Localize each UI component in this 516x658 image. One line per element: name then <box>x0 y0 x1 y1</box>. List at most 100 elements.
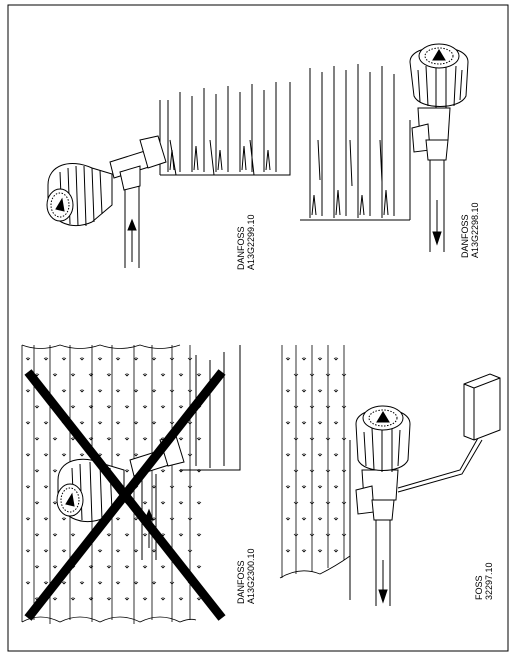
curtain-tick <box>178 597 184 601</box>
curtain-tick <box>196 373 202 377</box>
curtain-tick <box>333 453 339 457</box>
curtain-tick <box>293 373 299 377</box>
curtain-tick <box>124 437 130 441</box>
curtain-tick <box>325 533 331 537</box>
curtain-tick <box>115 453 121 457</box>
curtain-tick <box>301 517 307 521</box>
curtain-tick <box>341 533 347 537</box>
curtain-tick <box>341 373 347 377</box>
curtain-tick <box>178 405 184 409</box>
curtain-tick <box>97 581 103 585</box>
curtain-tick <box>25 357 31 361</box>
caption-line: A13G2299.10 <box>246 214 256 270</box>
curtain-tick <box>124 373 130 377</box>
curtain-tick <box>309 533 315 537</box>
curtain-tick <box>52 533 58 537</box>
curtain-tick <box>79 453 85 457</box>
curtain-tick <box>325 437 331 441</box>
radiator <box>159 82 291 176</box>
curtain-tick <box>333 549 339 553</box>
caption-line: DANFOSS <box>460 214 470 258</box>
curtain-tick <box>61 389 67 393</box>
curtain-tick <box>196 533 202 537</box>
curtain-tick <box>317 421 323 425</box>
curtain-tick <box>169 517 175 521</box>
curtain-tick <box>142 565 148 569</box>
curtain-tick <box>341 437 347 441</box>
curtain-tick <box>52 469 58 473</box>
curtain-tick <box>187 421 193 425</box>
prohibited-cross-icon <box>24 369 226 621</box>
curtain-tick <box>178 501 184 505</box>
curtain-tick <box>160 469 166 473</box>
curtain-tick <box>79 357 85 361</box>
panel-top-right <box>300 43 469 252</box>
curtain-tick <box>285 421 291 425</box>
curtain-tick <box>178 373 184 377</box>
curtain-tick <box>142 533 148 537</box>
curtain-tick <box>178 533 184 537</box>
curtain-tick <box>88 597 94 601</box>
return-pipe <box>429 160 445 252</box>
curtain-tick <box>285 549 291 553</box>
curtain-tick <box>325 405 331 409</box>
curtain-tick <box>97 357 103 361</box>
curtain-tick <box>196 565 202 569</box>
curtain-tick <box>70 597 76 601</box>
capillary-tube <box>397 437 483 493</box>
curtain-tick <box>97 389 103 393</box>
curtain-tick <box>43 485 49 489</box>
curtain-tick <box>133 549 139 553</box>
curtain-tick <box>151 485 157 489</box>
curtain-tick <box>169 357 175 361</box>
curtain-tick <box>301 485 307 489</box>
curtain-tick <box>88 437 94 441</box>
curtain-tick <box>115 357 121 361</box>
caption-line: A13G2298.10 <box>470 202 480 258</box>
curtain-tick <box>52 373 58 377</box>
curtain-tick <box>341 501 347 505</box>
panel-bottom-left <box>21 344 241 624</box>
curtain-tick <box>285 453 291 457</box>
curtain-tick <box>79 581 85 585</box>
curtain-tick <box>341 469 347 473</box>
curtain-tick <box>341 405 347 409</box>
curtain <box>279 345 351 579</box>
return-pipe <box>375 520 391 606</box>
curtain-tick <box>106 405 112 409</box>
curtain-tick <box>133 389 139 393</box>
curtain-tick <box>43 421 49 425</box>
curtain-tick <box>196 597 202 601</box>
curtain-tick <box>70 373 76 377</box>
radiator <box>180 345 241 471</box>
curtain-tick <box>70 405 76 409</box>
curtain-tick <box>169 389 175 393</box>
caption-bottom-left: DANFOSS A13G2300.10 <box>236 548 256 604</box>
curtain-tick <box>151 389 157 393</box>
page-frame <box>7 4 509 652</box>
curtain-tick <box>151 581 157 585</box>
curtain-tick <box>133 581 139 585</box>
curtain-tick <box>317 517 323 521</box>
curtain-tick <box>325 469 331 473</box>
curtain-tick <box>301 421 307 425</box>
caption-line: 32297.10 <box>484 562 494 600</box>
curtain-tick <box>25 485 31 489</box>
curtain-tick <box>124 597 130 601</box>
curtain-tick <box>293 437 299 441</box>
curtain-tick <box>333 389 339 393</box>
curtain-tick <box>25 549 31 553</box>
curtain-tick <box>293 533 299 537</box>
curtain-tick <box>133 517 139 521</box>
curtain-tick <box>317 453 323 457</box>
curtain-tick <box>25 581 31 585</box>
curtain-tick <box>293 469 299 473</box>
curtain-tick <box>52 437 58 441</box>
curtain-tick <box>52 565 58 569</box>
curtain-tick <box>293 405 299 409</box>
curtain-tick <box>61 581 67 585</box>
curtain-tick <box>196 437 202 441</box>
curtain-tick <box>25 517 31 521</box>
curtain-tick <box>70 437 76 441</box>
curtain-tick <box>317 549 323 553</box>
